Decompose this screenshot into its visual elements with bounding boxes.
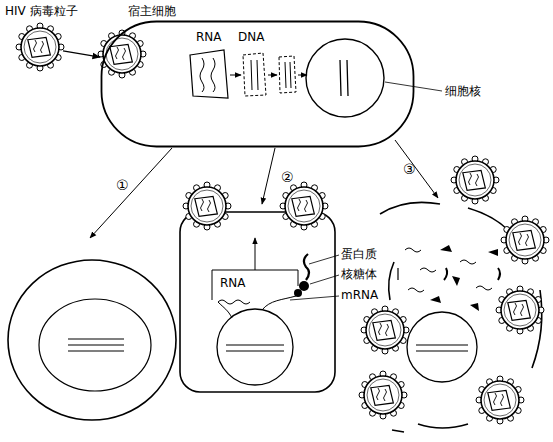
dashed-core — [243, 53, 266, 96]
nucleus-membrane — [306, 39, 384, 117]
node-label: 细胞核 — [445, 84, 481, 98]
pathway-number: ② — [281, 170, 294, 184]
virus-shape — [16, 23, 64, 71]
leader-line — [309, 255, 339, 264]
dashed-core — [279, 56, 296, 93]
pathway-number: ① — [116, 178, 129, 192]
molecule-label: RNA — [196, 30, 222, 44]
process-arrow — [230, 75, 241, 76]
ribosome — [294, 289, 302, 297]
pathway-number: ③ — [403, 162, 416, 176]
mrna-strand — [262, 296, 296, 310]
released-virus — [476, 376, 524, 424]
budding-virus — [280, 182, 328, 230]
rna-core — [190, 50, 228, 98]
provirus-dna — [68, 339, 124, 351]
provirus-dna — [416, 345, 468, 351]
cell-nucleus-3 — [407, 312, 477, 382]
structure-label: 蛋白质 — [341, 247, 377, 261]
structure-label: 核糖体 — [341, 267, 377, 281]
leader-line — [310, 275, 339, 284]
released-virus — [501, 216, 549, 264]
ribosome — [299, 281, 309, 291]
molecule-label: mRNA — [341, 288, 378, 302]
membrane-fragment — [418, 424, 468, 428]
membrane-fragment — [389, 262, 394, 300]
assembly-arrow — [255, 238, 256, 270]
latent-cell — [8, 260, 176, 420]
process-arrow — [268, 75, 277, 76]
infection-arrow — [63, 51, 100, 57]
cell-nucleus: 细胞核 — [305, 38, 385, 118]
leader-line — [290, 296, 339, 300]
latent-nucleus — [39, 299, 151, 391]
released-virus — [496, 286, 544, 334]
viral-rna — [218, 300, 250, 304]
molecule-label: DNA — [238, 30, 264, 44]
released-virus — [451, 156, 499, 204]
cell-nucleus-outline — [305, 38, 385, 118]
membrane-fragment — [380, 202, 440, 214]
rna-bracket — [212, 270, 298, 300]
outcome-arrow — [262, 148, 275, 204]
released-virus — [361, 306, 409, 354]
budding-virus — [183, 182, 231, 230]
node-label: 宿主细胞 — [128, 4, 176, 18]
transcript-line — [218, 302, 232, 318]
released-virus — [359, 371, 407, 419]
cell-nucleus-2 — [217, 309, 293, 385]
virus-particle: HIV 病毒粒子 — [17, 24, 63, 70]
node-label: HIV 病毒粒子 — [5, 4, 78, 18]
protein-chain — [444, 268, 500, 280]
provirus-dna — [340, 60, 348, 96]
producing-cell — [180, 212, 335, 392]
virus-particle-outline — [17, 24, 63, 70]
molecule-label: RNA — [220, 276, 246, 290]
viral-dna — [251, 60, 258, 90]
outcome-arrow — [90, 148, 172, 238]
membrane-fragment — [392, 430, 404, 432]
debris — [397, 268, 398, 280]
protein-chain — [304, 254, 309, 280]
outcome-arrow — [395, 140, 438, 198]
viral-protein — [430, 245, 498, 311]
viral-rna — [405, 248, 492, 292]
viral-dna — [285, 62, 291, 88]
provirus-dna — [226, 345, 284, 351]
viral-rna — [200, 58, 215, 92]
cell-membrane — [102, 22, 414, 147]
